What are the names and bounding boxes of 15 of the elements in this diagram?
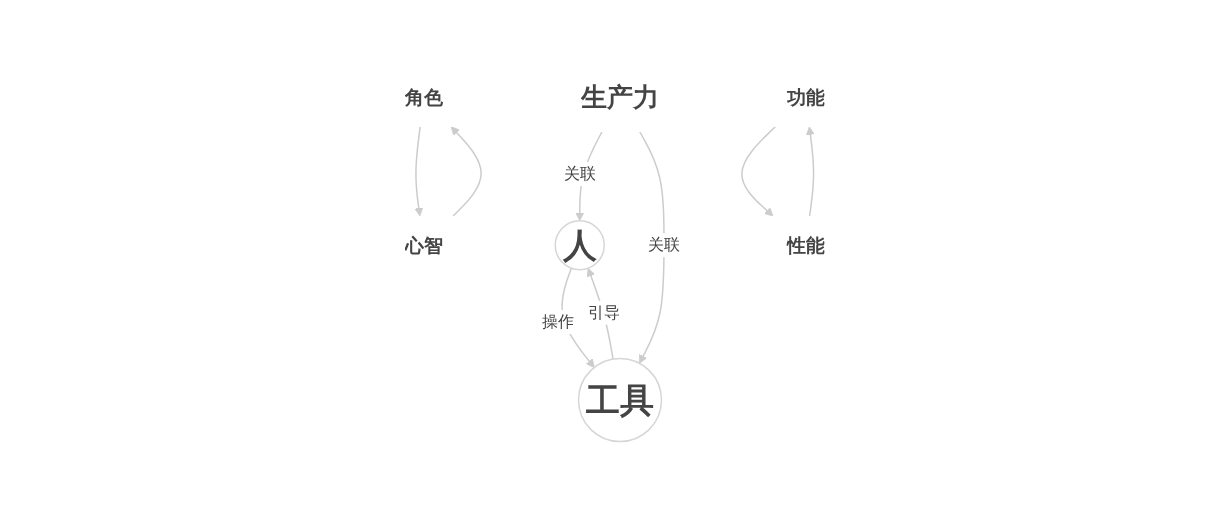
edge-label: 引导 [588,302,621,322]
edge-label: 关联 [648,235,681,255]
arrow [414,126,424,217]
node-text: 心智 [405,234,444,257]
node-circle: 工具 [578,358,663,443]
arrow [451,126,483,217]
arrow [806,126,815,217]
node-text: 功能 [786,86,825,109]
arrow [741,126,777,217]
edge-label: 操作 [542,312,575,332]
node-text: 角色 [405,86,444,109]
arrow [639,131,665,364]
node-text: 生产力 [581,82,660,113]
edge-label: 关联 [564,164,596,184]
node-text: 性能 [786,234,825,257]
